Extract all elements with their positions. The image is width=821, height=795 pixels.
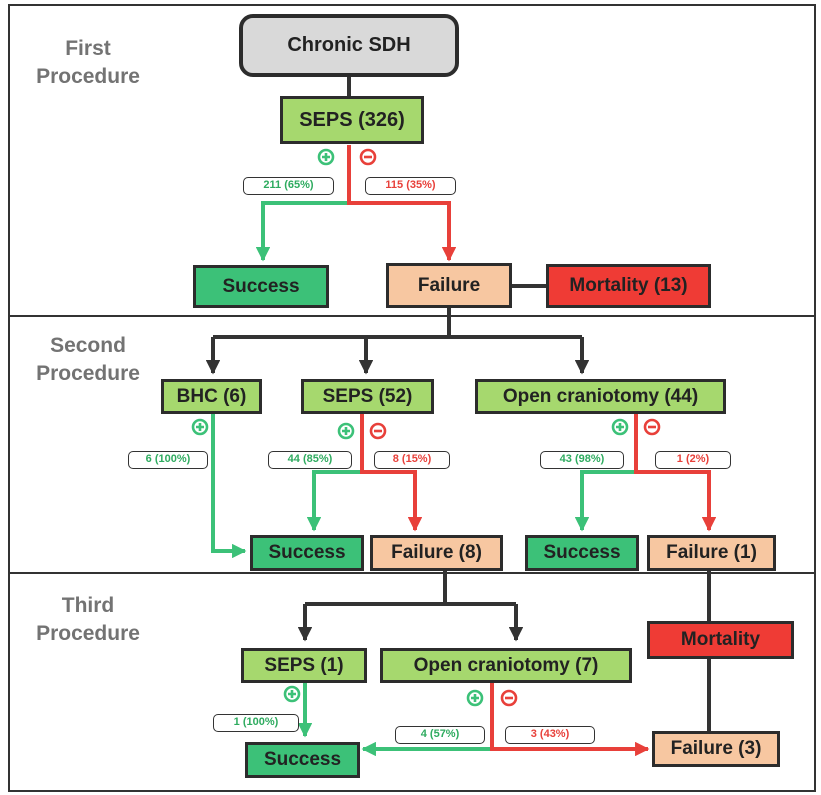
outcome-label-failure: 8 (15%) bbox=[374, 451, 450, 469]
success-arrow bbox=[255, 145, 351, 262]
failure-arrow bbox=[347, 145, 457, 262]
section-title-second: Second Procedure bbox=[18, 332, 158, 388]
node-open-craniotomy-44: Open craniotomy (44) bbox=[475, 379, 726, 414]
section-title-line: Third bbox=[61, 594, 115, 617]
plus-circle-icon bbox=[283, 685, 301, 703]
node-failure-3: Failure (3) bbox=[652, 731, 780, 767]
plus-circle-icon bbox=[466, 689, 484, 707]
minus-circle-icon bbox=[643, 418, 661, 436]
failure-arrow bbox=[490, 683, 650, 757]
outcome-label-success: 1 (100%) bbox=[213, 714, 299, 732]
outcome-label-failure: 3 (43%) bbox=[505, 726, 595, 744]
section-title-line: Procedure bbox=[36, 65, 140, 88]
failure-arrow bbox=[634, 412, 717, 532]
outcome-label-failure: 115 (35%) bbox=[365, 177, 456, 195]
node-failure-1: Failure (1) bbox=[647, 535, 776, 571]
success-arrow bbox=[574, 412, 638, 532]
node-success: Success bbox=[250, 535, 364, 571]
node-seps-1: SEPS (1) bbox=[241, 648, 367, 683]
node-mortality: Mortality bbox=[647, 621, 794, 659]
section-title-third: Third Procedure bbox=[18, 592, 158, 648]
failure-arrow bbox=[360, 412, 423, 532]
section-title-first: First Procedure bbox=[18, 35, 158, 91]
minus-circle-icon bbox=[369, 422, 387, 440]
node-seps-52: SEPS (52) bbox=[301, 379, 434, 414]
outcome-label-success: 43 (98%) bbox=[540, 451, 624, 469]
outcome-label-success: 6 (100%) bbox=[128, 451, 208, 469]
outcome-label-success: 44 (85%) bbox=[268, 451, 352, 469]
minus-circle-icon bbox=[500, 689, 518, 707]
plus-circle-icon bbox=[191, 418, 209, 436]
minus-circle-icon bbox=[359, 148, 377, 166]
node-failure: Failure bbox=[386, 263, 512, 308]
outcome-label-failure: 1 (2%) bbox=[655, 451, 731, 469]
node-chronic-sdh: Chronic SDH bbox=[239, 14, 459, 77]
outcome-label-success: 211 (65%) bbox=[243, 177, 334, 195]
plus-circle-icon bbox=[611, 418, 629, 436]
section-title-line: First bbox=[65, 37, 111, 60]
node-success: Success bbox=[245, 742, 360, 778]
plus-circle-icon bbox=[337, 422, 355, 440]
section-title-line: Second bbox=[50, 334, 126, 357]
node-open-craniotomy-7: Open craniotomy (7) bbox=[380, 648, 632, 683]
node-success: Success bbox=[193, 265, 329, 308]
section-title-line: Procedure bbox=[36, 622, 140, 645]
diagram-frame bbox=[8, 4, 816, 792]
node-success: Success bbox=[525, 535, 639, 571]
section-title-line: Procedure bbox=[36, 362, 140, 385]
node-failure-8: Failure (8) bbox=[370, 535, 503, 571]
node-bhc: BHC (6) bbox=[161, 379, 262, 414]
node-seps-326: SEPS (326) bbox=[280, 96, 424, 144]
plus-circle-icon bbox=[317, 148, 335, 166]
outcome-label-success: 4 (57%) bbox=[395, 726, 485, 744]
success-arrow bbox=[211, 412, 247, 559]
node-mortality: Mortality (13) bbox=[546, 264, 711, 308]
